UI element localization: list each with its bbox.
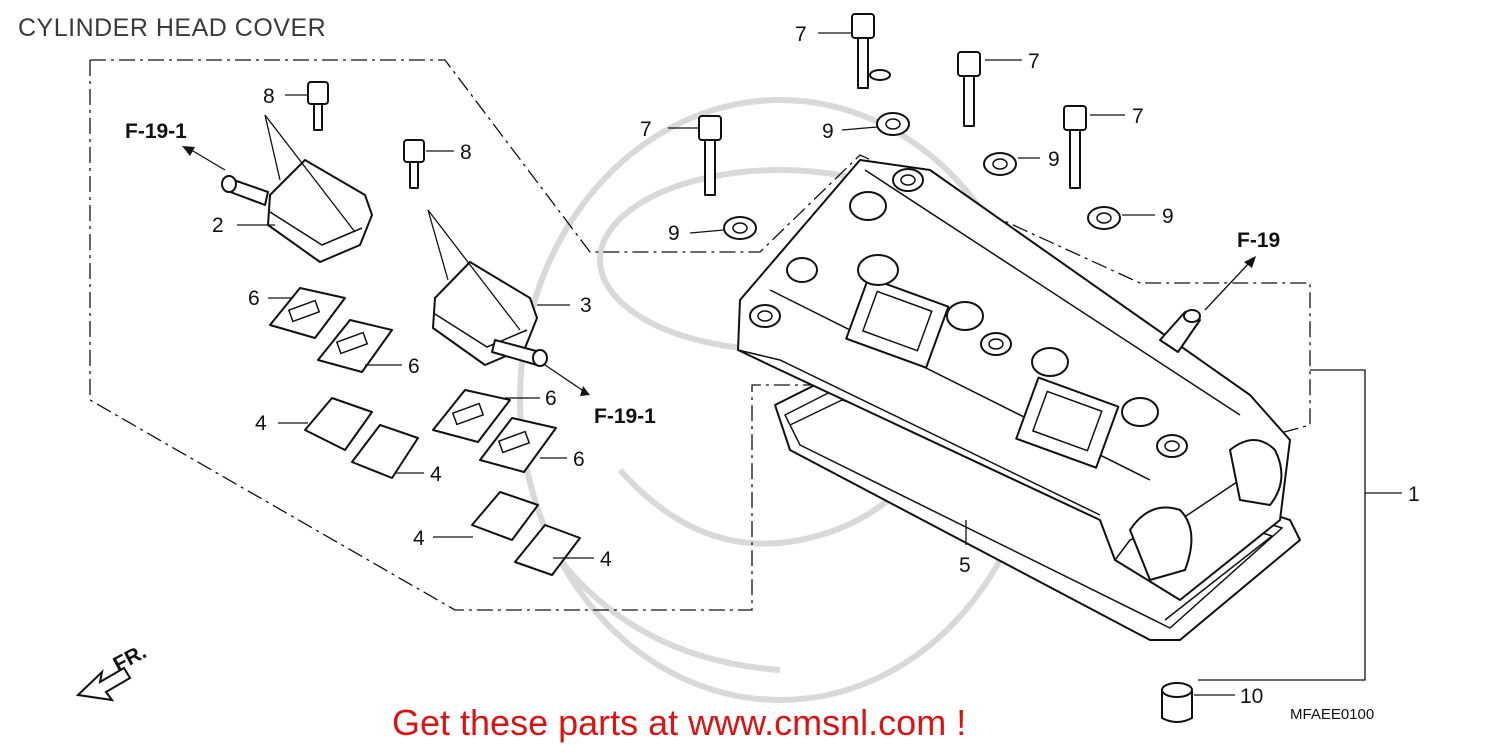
part-label-7a: 7 <box>795 23 807 46</box>
part-label-4c: 4 <box>413 527 425 550</box>
ref-label-f19: F-19 <box>1237 229 1280 252</box>
part-label-6d: 6 <box>573 448 585 471</box>
cover-bolt-b <box>957 51 981 127</box>
cover-bolt-c <box>698 115 722 196</box>
part-label-6b: 6 <box>408 355 420 378</box>
part-label-9d: 9 <box>1162 205 1174 228</box>
subassembly-outline-left <box>89 60 820 611</box>
reed-valve-cover-3 <box>432 261 548 367</box>
part-label-8b: 8 <box>460 141 472 164</box>
part-label-5: 5 <box>959 554 971 577</box>
front-direction-arrow: FR. <box>75 640 151 702</box>
promo-link-text[interactable]: Get these parts at www.cmsnl.com ! <box>392 702 967 743</box>
part-label-7b: 7 <box>1028 50 1040 73</box>
part-label-10: 10 <box>1240 685 1263 708</box>
part-label-7d: 7 <box>1132 105 1144 128</box>
part-label-9c: 9 <box>668 222 680 245</box>
reed-plates <box>269 287 557 473</box>
ref-label-f19-1-mid: F-19-1 <box>594 405 656 428</box>
part-label-8a: 8 <box>263 85 275 108</box>
reed-valves <box>304 397 581 576</box>
part-label-3: 3 <box>580 294 592 317</box>
rubber-washers <box>723 112 1121 240</box>
part-label-4b: 4 <box>430 463 442 486</box>
cover-bolt-d <box>1063 105 1087 189</box>
direction-arrows <box>182 146 1256 396</box>
part-label-9a: 9 <box>822 120 834 143</box>
part-label-6a: 6 <box>248 287 260 310</box>
part-label-2: 2 <box>212 214 224 237</box>
reed-valve-cover-2 <box>221 159 373 263</box>
ref-label-f19-1-top: F-19-1 <box>125 120 187 143</box>
leader-lines <box>187 32 1402 696</box>
sleeve-collar <box>1161 682 1193 723</box>
diagram-code: MFAEE0100 <box>1290 706 1375 723</box>
part-label-4d: 4 <box>600 548 612 571</box>
front-marker-label: FR. <box>110 640 151 676</box>
diagram-title: CYLINDER HEAD COVER <box>18 14 327 42</box>
cylinder-head-cover <box>737 159 1301 641</box>
part-label-1: 1 <box>1408 483 1420 506</box>
cover-bolt-a <box>851 13 891 89</box>
part-label-7c: 7 <box>640 118 652 141</box>
part-label-6c: 6 <box>545 387 557 410</box>
pair-valve-bolt-b <box>403 139 425 189</box>
pair-valve-bolt-a <box>307 81 329 131</box>
subassembly-outline <box>90 59 1311 456</box>
part-label-9b: 9 <box>1048 148 1060 171</box>
part-label-4a: 4 <box>255 412 267 435</box>
